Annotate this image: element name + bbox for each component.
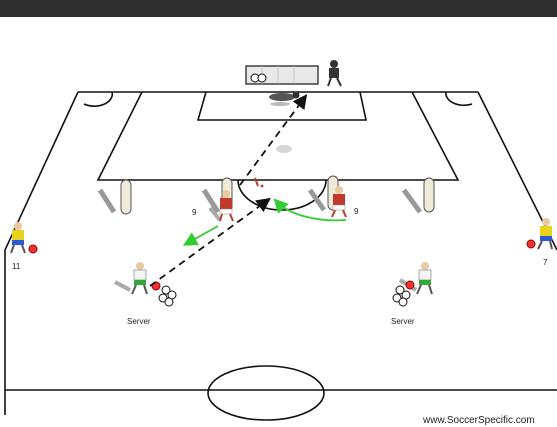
goalkeeper-icon bbox=[327, 60, 342, 87]
curved-run-arrow bbox=[273, 198, 347, 222]
ball-shadow bbox=[276, 145, 292, 153]
corner-arc-left bbox=[83, 91, 114, 107]
six-yard-box bbox=[196, 91, 367, 121]
server-label-left: Server bbox=[127, 317, 151, 326]
penalty-box bbox=[96, 91, 460, 181]
balls-pile-icon bbox=[158, 285, 177, 307]
watermark: www.SoccerSpecific.com bbox=[422, 415, 535, 426]
player-number-eleven: 11 bbox=[12, 262, 21, 271]
pass-arrow bbox=[149, 197, 271, 287]
goal-icon bbox=[245, 65, 319, 85]
player-number-left: 9 bbox=[192, 208, 197, 217]
center-circle bbox=[207, 365, 325, 421]
player-number-right: 9 bbox=[354, 207, 359, 216]
player-icon bbox=[398, 262, 433, 295]
mannequin-icon bbox=[401, 177, 435, 214]
pitch-markings bbox=[4, 91, 557, 421]
player-icon bbox=[114, 262, 161, 295]
player-icon bbox=[331, 186, 347, 218]
left-touchline bbox=[4, 91, 79, 415]
window-top-bar bbox=[0, 0, 557, 17]
run-arrow bbox=[182, 225, 219, 246]
player-number-seven: 7 bbox=[543, 258, 548, 267]
mannequin-icon bbox=[97, 179, 132, 215]
balls-pile-icon bbox=[392, 285, 411, 307]
player-icon bbox=[10, 222, 38, 254]
player-icon bbox=[526, 218, 553, 250]
shot-arrow bbox=[239, 94, 308, 186]
flag-icon bbox=[254, 177, 264, 188]
corner-arc-right bbox=[445, 91, 473, 107]
diving-goalkeeper-icon bbox=[269, 91, 300, 106]
player-icon bbox=[208, 190, 234, 222]
server-label-right: Server bbox=[391, 317, 415, 326]
